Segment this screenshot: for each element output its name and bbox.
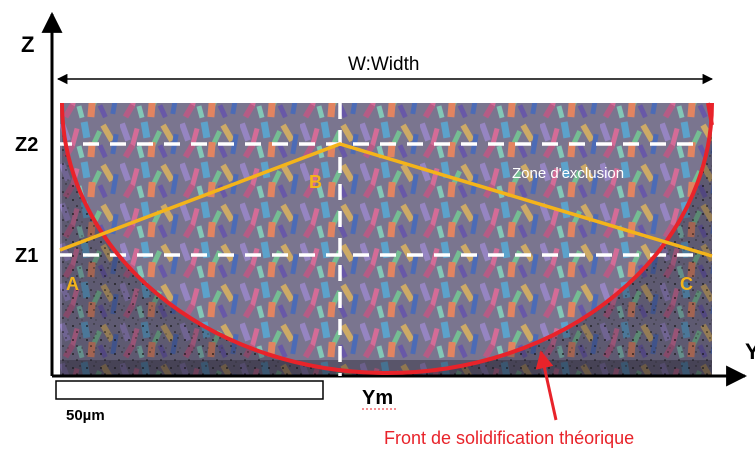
scale-bar	[55, 380, 324, 400]
caption-arrow	[535, 350, 558, 421]
point-a-label: A	[66, 274, 79, 294]
width-label: W:Width	[348, 54, 419, 75]
axis-z-label: Z	[21, 32, 34, 57]
ym-label: Ym	[362, 387, 393, 409]
point-b-label: B	[309, 172, 322, 192]
exclusion-zone-label: Zone d'exclusion	[512, 165, 624, 182]
axis-y-label: Y	[745, 339, 755, 364]
z2-label: Z2	[15, 134, 38, 156]
z1-label: Z1	[15, 245, 38, 267]
scale-label: 50µm	[66, 407, 105, 424]
ebsd-micrograph	[60, 103, 712, 376]
exclusion-triangle	[59, 142, 713, 258]
solidification-front-caption: Front de solidification théorique	[384, 428, 634, 448]
solidification-front-curve	[60, 102, 714, 375]
solidification-front-edge	[706, 102, 714, 126]
point-c-label: C	[680, 274, 693, 294]
